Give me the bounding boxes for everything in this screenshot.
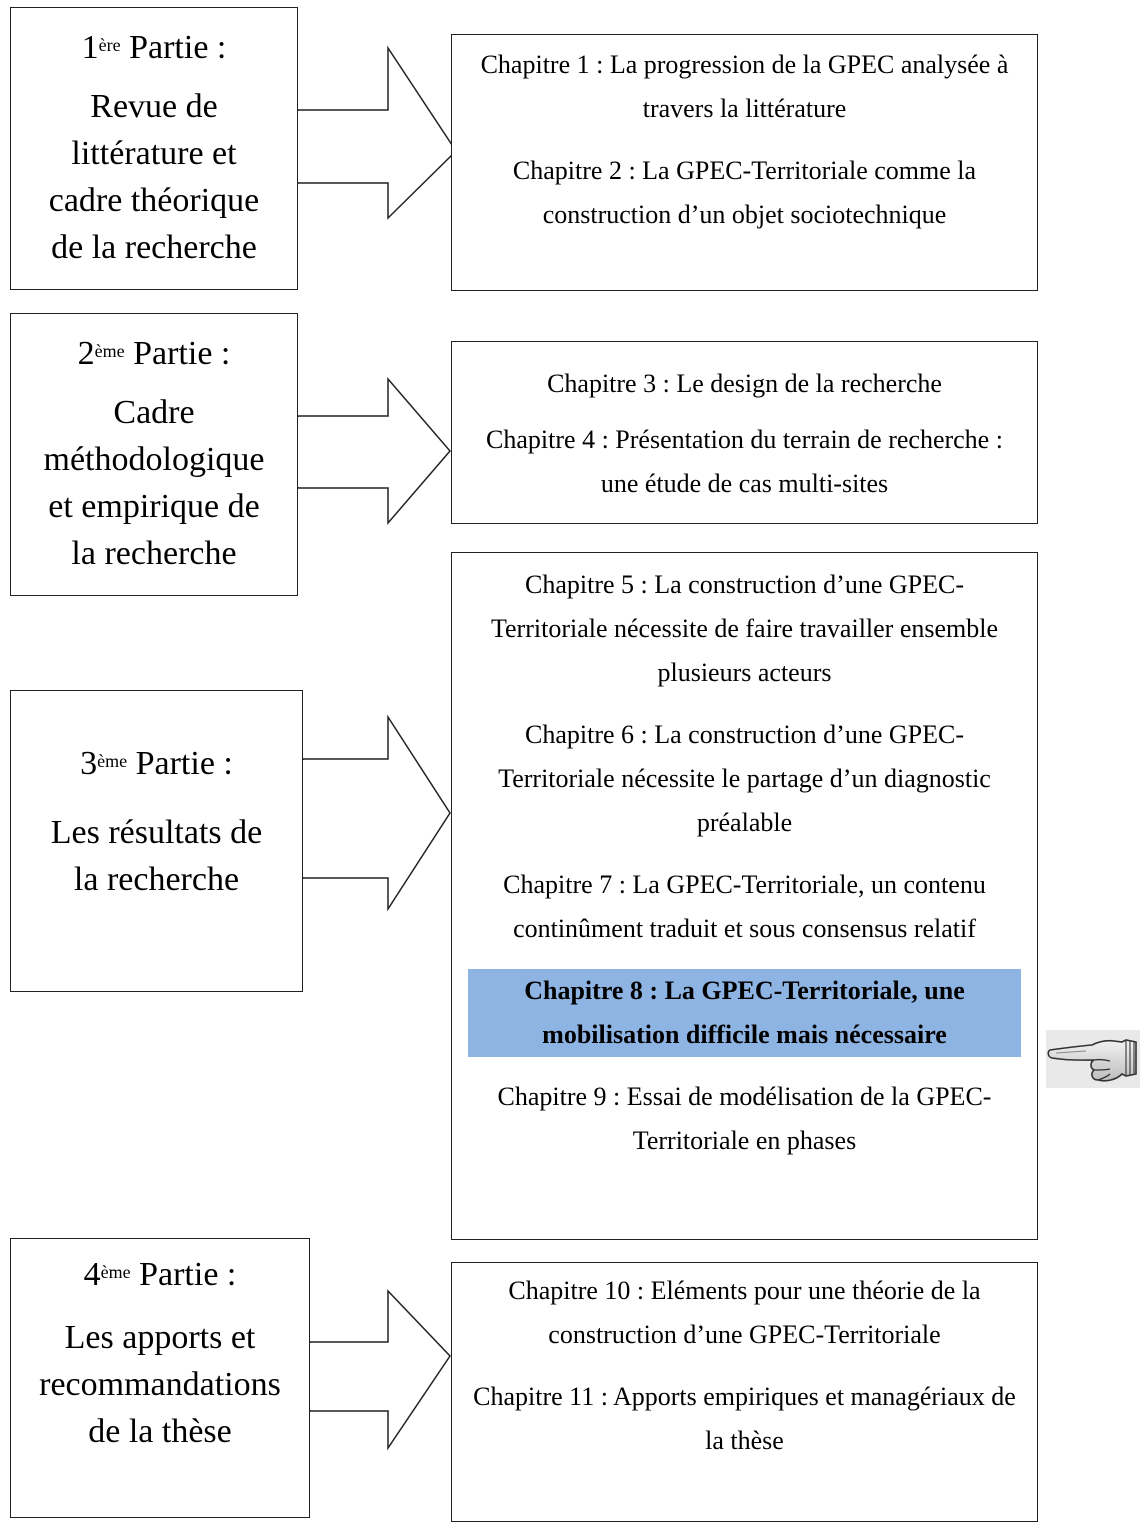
arrow-partie-2	[297, 376, 451, 526]
chapter-7: Chapitre 7 : La GPEC-Territoriale, un co…	[503, 870, 986, 943]
chapter-3: Chapitre 3 : Le design de la recherche	[547, 369, 942, 398]
chapters-partie-3-box: Chapitre 5 : La construction d’une GPEC-…	[451, 552, 1038, 1240]
partie-4-title: 4ème Partie :	[83, 1256, 237, 1293]
chapter-8-highlighted: Chapitre 8 : La GPEC-Territoriale, une m…	[468, 969, 1021, 1057]
chapters-partie-1-box: Chapitre 1 : La progression de la GPEC a…	[451, 34, 1038, 291]
chapter-4: Chapitre 4 : Présentation du terrain de …	[486, 425, 1003, 498]
chapter-2: Chapitre 2 : La GPEC-Territoriale comme …	[512, 156, 977, 229]
chapter-9: Chapitre 9 : Essai de modélisation de la…	[497, 1082, 992, 1155]
chapter-5: Chapitre 5 : La construction d’une GPEC-…	[490, 570, 999, 687]
arrow-partie-4	[309, 1289, 451, 1451]
partie-1-title: 1ère Partie :	[81, 29, 227, 66]
chapter-1: Chapitre 1 : La progression de la GPEC a…	[480, 50, 1009, 123]
partie-2-description: Cadre méthodologique et empirique de la …	[43, 394, 265, 572]
partie-4-box: 4ème Partie : Les apports et recommandat…	[10, 1238, 310, 1518]
chapter-6: Chapitre 6 : La construction d’une GPEC-…	[498, 720, 991, 837]
partie-2-title: 2ème Partie :	[77, 335, 231, 372]
chapters-partie-2-box: Chapitre 3 : Le design de la recherche C…	[451, 341, 1038, 524]
chapters-partie-4-box: Chapitre 10 : Eléments pour une théorie …	[451, 1262, 1038, 1522]
pointing-hand-icon	[1046, 1030, 1140, 1088]
arrow-partie-3	[302, 714, 451, 912]
partie-3-description: Les résultats de la recherche	[50, 814, 263, 898]
partie-2-box: 2ème Partie : Cadre méthodologique et em…	[10, 313, 298, 596]
partie-1-description: Revue de littérature et cadre théorique …	[48, 88, 260, 266]
partie-1-box: 1ère Partie : Revue de littérature et ca…	[10, 7, 298, 290]
chapter-10: Chapitre 10 : Eléments pour une théorie …	[508, 1276, 981, 1349]
chapter-11: Chapitre 11 : Apports empiriques et mana…	[473, 1382, 1016, 1455]
partie-3-title: 3ème Partie :	[80, 745, 233, 782]
partie-3-box: 3ème Partie : Les résultats de la recher…	[10, 690, 303, 992]
partie-4-description: Les apports et recommandations de la thè…	[39, 1319, 281, 1450]
arrow-partie-1	[297, 45, 457, 220]
